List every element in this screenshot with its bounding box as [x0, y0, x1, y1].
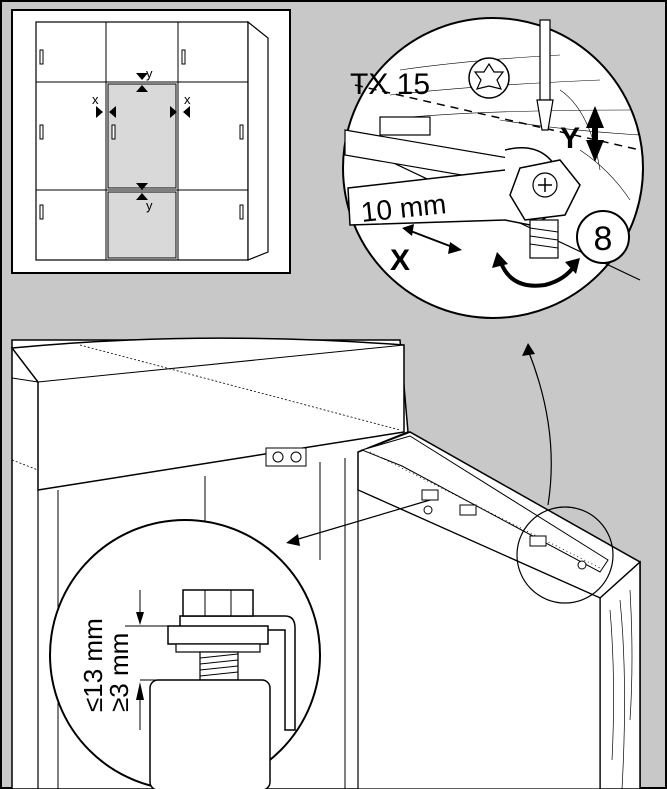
cabinet-side — [247, 20, 269, 261]
inset-x-right-label: x — [184, 92, 191, 107]
max-dimension-label: ≤13 mm — [78, 618, 108, 712]
arrow-head — [522, 343, 535, 356]
screw-head — [290, 451, 302, 463]
screwdriver-tip — [536, 99, 554, 131]
rotation-arrow — [498, 259, 577, 288]
x-arrow-right — [170, 106, 177, 118]
adjustment-screw — [423, 505, 433, 515]
x-arrow-left — [96, 106, 103, 118]
highlighted-door-upper — [107, 83, 177, 189]
dotted-guide-line — [79, 344, 401, 431]
rail-fitting — [459, 504, 477, 516]
dim-arrow — [136, 682, 144, 700]
axis-x-label: X — [390, 244, 410, 277]
alignment-inset: y y x x — [11, 9, 291, 274]
step-number: 8 — [594, 220, 613, 258]
door-top-section — [149, 679, 271, 789]
zoom-detail-clearance: ≤13 mm ≥3 mm — [49, 519, 321, 789]
door-edge — [599, 560, 641, 789]
detail-circle-marker — [516, 506, 614, 604]
leader-line-to-detail — [294, 499, 431, 541]
x-arrow-left — [109, 106, 116, 118]
clearance-nut — [182, 589, 254, 617]
inset-x-left-label: x — [92, 92, 99, 107]
step-badge — [576, 210, 630, 264]
y-arrow-bottom — [136, 193, 148, 200]
inset-y-top-label: y — [146, 66, 153, 81]
door-handles — [39, 49, 244, 220]
inset-y-bottom-label: y — [146, 198, 153, 213]
dim-arrow — [136, 612, 144, 625]
y-arrow-top — [136, 85, 148, 92]
wood-grain — [609, 589, 633, 789]
clearance-washer — [167, 625, 269, 645]
adjustment-screw — [577, 560, 587, 570]
zoom-detail-adjustment: TX 15 Y X 10 mm 8 — [342, 17, 644, 319]
screw-head — [272, 451, 284, 463]
min-dimension-label: ≥3 mm — [104, 633, 134, 712]
y-arrow-bottom — [136, 183, 148, 190]
leader-line-to-zoom — [527, 349, 552, 506]
x-arrow-right — [183, 106, 190, 118]
axis-y-label: Y — [560, 122, 580, 155]
y-axis-arrow-down — [586, 140, 604, 162]
rail-fitting — [529, 535, 547, 547]
top-panel-edge — [37, 344, 405, 383]
door-face — [357, 489, 601, 789]
x-axis-arrow-right — [448, 242, 462, 254]
hinge-block — [265, 447, 307, 467]
highlighted-door-lower — [107, 191, 177, 259]
y-axis-arrow-up — [586, 106, 604, 128]
x-axis-arrow-left — [402, 224, 414, 236]
torx-star — [473, 62, 505, 90]
rail-fitting — [421, 489, 439, 501]
torx-label: TX 15 — [350, 68, 430, 101]
rail-tab — [379, 116, 431, 136]
arrow-head — [286, 534, 300, 546]
y-arrow-top — [136, 73, 148, 80]
screwdriver-shaft — [539, 19, 551, 101]
